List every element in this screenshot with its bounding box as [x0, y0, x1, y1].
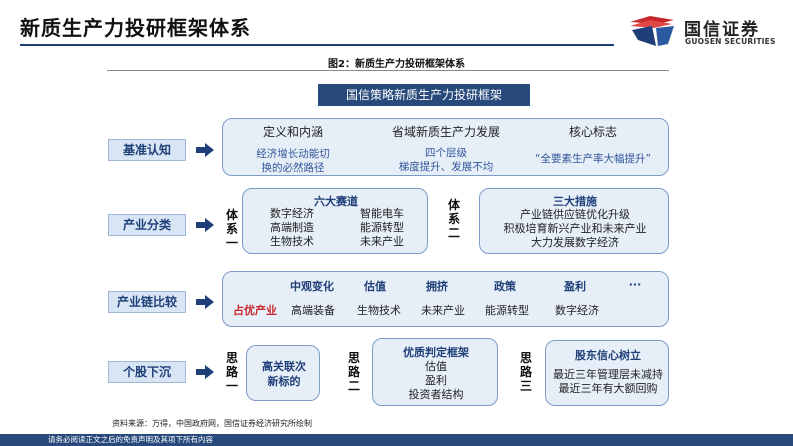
- row-label-basic: 基准认知: [108, 139, 186, 161]
- framework-title: 国信策略新质生产力投研框架: [318, 84, 530, 106]
- path-three-label: 思 路 三: [519, 351, 533, 393]
- vertical-char: 系: [447, 212, 460, 226]
- core-sign-text: “全要素生产率大幅提升”: [535, 153, 651, 165]
- vertical-char: 一: [225, 379, 238, 393]
- confidence-item: 最近三年管理层未减持: [553, 368, 663, 381]
- chain-item: 生物技术: [357, 304, 401, 317]
- chain-compare-box: 中观变化 估值 拥挤 政策 盈利 ··· 占优产业 高端装备 生物技术 未来产业…: [222, 271, 669, 327]
- chain-header: 中观变化: [290, 280, 334, 293]
- title-divider: [20, 44, 614, 46]
- vertical-char: 路: [347, 365, 360, 379]
- quality-item: 投资者结构: [408, 388, 464, 401]
- figure-caption: 图2：新质生产力投研框架体系: [328, 59, 465, 70]
- vertical-char: 思: [347, 351, 360, 365]
- provincial-line-1: 四个层级: [425, 147, 467, 159]
- chain-item: 能源转型: [485, 304, 529, 317]
- right-arrow-icon: [196, 218, 214, 232]
- right-arrow-icon: [196, 365, 214, 379]
- chain-item: 数字经济: [555, 304, 599, 317]
- provincial-heading: 省域新质生产力发展: [391, 125, 500, 139]
- measure-item: 产业链供应链优化升级: [520, 208, 630, 221]
- vertical-char: 一: [225, 236, 238, 250]
- dominant-industry-label: 占优产业: [233, 304, 277, 317]
- path-one-label: 思 路 一: [225, 351, 239, 393]
- system-one-label: 体 系 一: [225, 208, 239, 250]
- right-arrow-icon: [196, 143, 214, 157]
- vertical-char: 系: [225, 222, 238, 236]
- track-item: 生物技术: [270, 235, 314, 248]
- page-title: 新质生产力投研框架体系: [20, 16, 251, 40]
- track-item: 高端制造: [270, 221, 314, 234]
- quality-framework-box: 优质判定框架 估值 盈利 投资者结构: [372, 338, 498, 406]
- quality-item: 盈利: [425, 374, 447, 387]
- chain-item: 高端装备: [291, 304, 335, 317]
- track-item: 数字经济: [270, 207, 314, 220]
- row-label-industry: 产业分类: [108, 214, 186, 236]
- chain-header: 政策: [494, 280, 516, 293]
- vertical-char: 二: [447, 226, 460, 240]
- vertical-char: 路: [225, 365, 238, 379]
- high-correlation-box: 高关联次 新标的: [246, 345, 320, 401]
- basic-cognition-box: 定义和内涵 经济增长动能切 换的必然路径 省域新质生产力发展 四个层级 梯度提升…: [222, 118, 669, 176]
- vertical-char: 体: [447, 198, 460, 212]
- chain-header: 拥挤: [426, 280, 448, 293]
- logo-english-name: GUOSEN SECURITIES: [685, 37, 776, 46]
- source-note: 资料来源：万得，中国政府网，国信证券经济研究所绘制: [112, 419, 312, 428]
- right-arrow-icon: [196, 295, 214, 309]
- guosen-logo-icon: [630, 16, 674, 46]
- core-sign-heading: 核心标志: [568, 125, 617, 139]
- vertical-char: 二: [347, 379, 360, 393]
- chain-item: 未来产业: [421, 304, 465, 317]
- track-item: 能源转型: [360, 221, 404, 234]
- path-two-label: 思 路 二: [347, 351, 361, 393]
- vertical-char: 三: [519, 379, 532, 393]
- measure-item: 大力发展数字经济: [531, 236, 619, 249]
- shareholder-confidence-box: 股东信心树立 最近三年管理层未减持 最近三年有大额回购: [545, 340, 669, 406]
- six-tracks-title: 六大赛道: [314, 195, 358, 208]
- vertical-char: 体: [225, 208, 238, 222]
- chain-header: 估值: [364, 280, 386, 293]
- path-one-line: 新标的: [267, 375, 301, 388]
- footer-bar: [0, 434, 793, 446]
- row-label-stock: 个股下沉: [108, 361, 186, 383]
- definition-line-2: 换的必然路径: [261, 162, 325, 174]
- shareholder-confidence-title: 股东信心树立: [575, 349, 641, 362]
- vertical-char: 思: [519, 351, 532, 365]
- quality-item: 估值: [425, 360, 447, 373]
- path-one-line: 高关联次: [262, 360, 306, 373]
- chain-header: 盈利: [564, 280, 586, 293]
- row-label-chain: 产业链比较: [108, 291, 186, 313]
- definition-line-1: 经济增长动能切: [256, 148, 330, 160]
- measure-item: 积极培育新兴产业和未来产业: [503, 222, 647, 235]
- three-measures-title: 三大措施: [553, 195, 597, 208]
- vertical-char: 思: [225, 351, 238, 365]
- footer-disclaimer: 请务必阅读正文之后的免责声明及其项下所有内容: [48, 435, 213, 444]
- chain-header: ···: [628, 278, 642, 291]
- track-item: 未来产业: [360, 235, 404, 248]
- six-tracks-box: 六大赛道 数字经济 高端制造 生物技术 智能电车 能源转型 未来产业: [242, 188, 428, 254]
- vertical-char: 路: [519, 365, 532, 379]
- quality-framework-title: 优质判定框架: [403, 346, 469, 359]
- figure-caption-rule: [107, 70, 669, 71]
- provincial-line-2: 梯度提升、发展不均: [398, 161, 494, 173]
- three-measures-box: 三大措施 产业链供应链优化升级 积极培育新兴产业和未来产业 大力发展数字经济: [479, 188, 669, 254]
- definition-heading: 定义和内涵: [262, 125, 323, 139]
- logo-chinese-name: 国信证券: [684, 20, 760, 40]
- track-item: 智能电车: [360, 207, 404, 220]
- system-two-label: 体 系 二: [447, 198, 461, 240]
- confidence-item: 最近三年有大额回购: [558, 382, 658, 395]
